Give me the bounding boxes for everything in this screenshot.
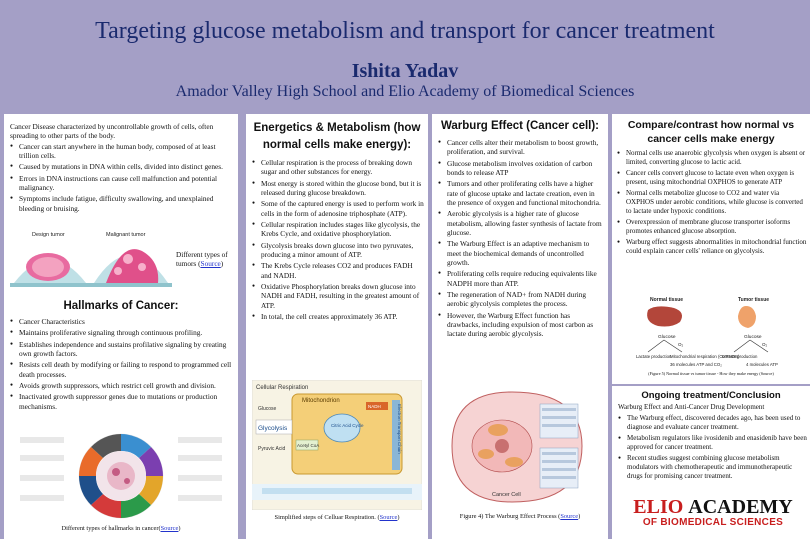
list-item: Warburg effect suggests abnormalities in… [617, 238, 807, 256]
list-item: Recent studies suggest combining glucose… [618, 454, 808, 481]
list-item: Oxidative Phosphorylation breaks down gl… [252, 282, 424, 310]
logo-sub: OF BIOMEDICAL SCIENCES [642, 517, 784, 528]
cr-source-link[interactable]: Source [379, 514, 398, 521]
panel-energetics: Energetics & Metabolism (how normal cell… [246, 114, 428, 539]
malignant-tumor-label: Malignant tumor [106, 232, 146, 238]
panel-ongoing: Ongoing treatment/Conclusion Warburg Eff… [612, 386, 810, 539]
list-item: Cellular respiration includes stages lik… [252, 220, 424, 239]
cellular-respiration-figure: Cellular Respiration Mitochondrion Glyco… [252, 380, 422, 510]
warburg-heading: Warburg Effect (Cancer cell): [440, 120, 600, 132]
cr-title: Cellular Respiration [256, 385, 308, 391]
compare-caption: (Figure 5) Normal tissue vs tumor tissue… [648, 371, 774, 376]
list-item: The Krebs Cycle releases CO2 and produce… [252, 261, 424, 280]
ongoing-heading: Ongoing treatment/Conclusion [641, 390, 781, 401]
list-item: Resists cell death by modifying or faili… [10, 360, 232, 379]
ongoing-list: The Warburg effect, discovered decades a… [618, 414, 808, 481]
list-item: Overexpression of membrane glucose trans… [617, 218, 807, 236]
compare-list: Normal cells use anaerobic glycolysis wh… [617, 149, 807, 255]
normal-tissue-label: Normal tissue [650, 297, 683, 303]
hallmarks-source-link[interactable]: Source [160, 525, 179, 532]
poster-header: Targeting glucose metabolism and transpo… [0, 0, 810, 110]
normal-glucose: Glucose [658, 334, 676, 340]
list-item: Establishes independence and sustains pr… [10, 340, 232, 359]
list-item: Errors in DNA instructions can cause cel… [10, 174, 232, 193]
warburg-source-link[interactable]: Source [560, 513, 579, 520]
normal-mito: Mitochondrial respiration (OXPHOS) [670, 354, 740, 359]
list-item: Some of the captured energy is used to p… [252, 199, 424, 218]
ongoing-intro: Warburg Effect and Anti-Cancer Drug Deve… [618, 403, 765, 411]
panel-warburg: Warburg Effect (Cancer cell): Cancer cel… [432, 114, 608, 539]
list-item: However, the Warburg Effect function has… [438, 311, 604, 339]
list-item: Most energy is stored within the glucose… [252, 179, 424, 198]
normal-o2: O₂ [678, 342, 684, 347]
cr-glucose: Glucose [258, 406, 277, 412]
panel-cancer-intro: Cancer Disease characterized by uncontro… [4, 114, 238, 539]
tumor-glucose: Glucose [744, 334, 762, 340]
warburg-effect-figure: Cancer Cell [442, 384, 598, 508]
list-item: Glucose metabolism involves oxidation of… [438, 159, 604, 178]
list-item: Maintains proliferative signaling throug… [10, 328, 232, 337]
warburg-cell-label: Cancer Cell [492, 492, 521, 498]
list-item: Normal cells metabolize glucose to CO2 a… [617, 189, 807, 216]
tumor-caption: Different types of tumors ( [176, 250, 228, 269]
elio-logo: ELIO ACADEMY OF BIOMEDICAL SCIENCES [622, 497, 804, 528]
energetics-heading: Energetics & Metabolism (how normal cell… [253, 122, 421, 151]
tumor-tissue-label: Tumor tissue [738, 297, 769, 303]
hallmarks-list: Cancer Characteristics Maintains prolife… [10, 317, 232, 411]
warburg-list: Cancer cells alter their metabolism to b… [438, 138, 604, 339]
design-tumor-label: Design tumor [32, 232, 65, 238]
tumor-source-link[interactable]: Source [200, 259, 221, 269]
list-item: Inactivated growth suppressor genes due … [10, 392, 232, 411]
hallmarks-wheel-figure [20, 433, 222, 519]
logo-word2: ACADEMY [688, 496, 793, 518]
list-item: Metabolism regulators like ivosidenib an… [618, 434, 808, 452]
atp4-label: 4 molecules ATP [746, 362, 778, 367]
list-item: Aerobic glycolysis is a higher rate of g… [438, 209, 604, 237]
compare-heading: Compare/contrast how normal vs cancer ce… [627, 119, 795, 145]
list-item: Glycolysis breaks down glucose into two … [252, 241, 424, 260]
cr-acetyl: Acetyl CoA [297, 443, 319, 448]
energetics-list: Cellular respiration is the process of b… [252, 158, 424, 321]
hallmarks-heading: Hallmarks of Cancer: [63, 300, 179, 312]
cr-pyruvic: Pyruvic Acid [258, 446, 285, 452]
cr-nadh: NADH [368, 404, 381, 409]
hallmarks-caption: Different types of hallmarks in cancer( [61, 525, 161, 532]
tumor-o2: O₂ [762, 342, 768, 347]
poster-title: Targeting glucose metabolism and transpo… [95, 18, 715, 44]
list-item: Cancer can start anywhere in the human b… [10, 142, 232, 161]
warburg-caption: Figure 4) The Warburg Effect Process ( [459, 513, 561, 520]
atp36-label: 36 molecules ATP and CO₂ [670, 362, 722, 367]
panel-compare: Compare/contrast how normal vs cancer ce… [612, 114, 810, 384]
list-item: Symptoms include fatigue, difficulty swa… [10, 194, 232, 213]
tumor-types-figure: Design tumor Malignant tumor [10, 232, 172, 287]
list-item: The Warburg Effect is an adaptive mechan… [438, 239, 604, 267]
cr-citric: Citric Acid Cycle [331, 423, 364, 428]
cr-caption: Simplified steps of Celluar Respiration.… [274, 514, 380, 521]
logo-word1: ELIO [633, 496, 684, 518]
list-item: Tumors and other proliferating cells hav… [438, 179, 604, 207]
cr-glycolysis: Glycolysis [258, 425, 288, 432]
list-item: In total, the cell creates approximately… [252, 312, 424, 321]
list-item: Proliferating cells require reducing equ… [438, 269, 604, 288]
list-item: Caused by mutations in DNA within cells,… [10, 162, 232, 171]
list-item: The Warburg effect, discovered decades a… [618, 414, 808, 432]
intro-text: Cancer Disease characterized by uncontro… [10, 122, 214, 141]
author-name: Ishita Yadav [351, 60, 459, 82]
normal-vs-tumor-figure: Normal tissue Tumor tissue Glucose Gluco… [634, 294, 790, 370]
tumor-lactate: Lactate production [722, 354, 758, 359]
cr-etc: Electron Transport Chain [397, 404, 402, 454]
list-item: Cancer cells alter their metabolism to b… [438, 138, 604, 157]
list-item: Cancer Characteristics [10, 317, 232, 326]
cr-mito-label: Mitochondrion [302, 398, 340, 404]
normal-lactate: Lactate production [636, 354, 672, 359]
school-name: Amador Valley High School and Elio Acade… [175, 83, 635, 100]
list-item: Normal cells use anaerobic glycolysis wh… [617, 149, 807, 167]
list-item: Cancer cells convert glucose to lactate … [617, 169, 807, 187]
intro-list: Cancer can start anywhere in the human b… [10, 142, 232, 213]
list-item: The regeneration of NAD+ from NADH durin… [438, 290, 604, 309]
list-item: Cellular respiration is the process of b… [252, 158, 424, 177]
list-item: Avoids growth suppressors, which restric… [10, 381, 232, 390]
